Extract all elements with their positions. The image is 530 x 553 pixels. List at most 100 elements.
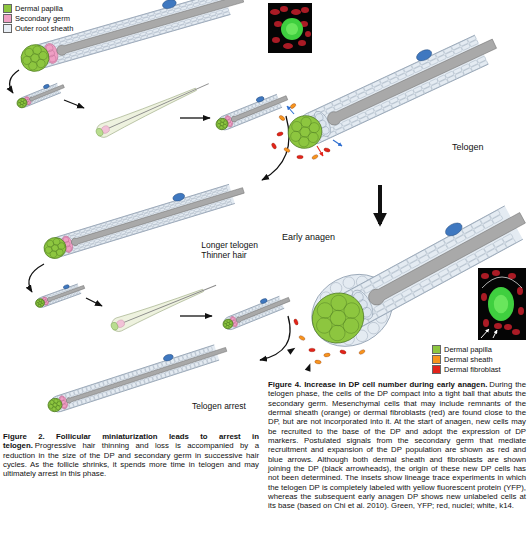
sheath-cell (447, 75, 456, 82)
sheath-cell (212, 0, 219, 1)
sheath-cell (85, 245, 90, 249)
sheath-cell (59, 290, 62, 293)
sheath-cell (74, 292, 77, 295)
papilla-cell (227, 319, 231, 323)
mesenchymal-cell (293, 318, 299, 325)
yfp-signal-core (494, 295, 508, 314)
papilla-cell (220, 118, 225, 123)
sheath-cell (207, 193, 212, 197)
hair-follicle (299, 188, 530, 360)
dermal-papilla (283, 110, 327, 154)
yfp-signal-core (286, 23, 298, 35)
sheath-cell (437, 55, 446, 62)
sheath-cell (185, 22, 192, 26)
caption-text: Figure 4. Increase in DP cell number dur… (268, 380, 487, 389)
sheath-cell (148, 226, 153, 230)
hair-follicle (220, 290, 292, 332)
sheath-cell (186, 200, 191, 204)
sheath-cell (273, 95, 277, 99)
sheath-cell (437, 75, 446, 82)
sheath-cell (399, 98, 408, 105)
sheath-cell (388, 73, 397, 80)
sheath-cell (480, 215, 491, 224)
legend: Dermal papillaSecondary germOuter root s… (3, 3, 73, 33)
sheath-cell (238, 120, 242, 124)
sheath-cell (365, 108, 374, 115)
bulge (172, 192, 186, 202)
sheath-cell (334, 103, 343, 110)
sheath-cell (245, 106, 249, 110)
sheath-cell (255, 113, 259, 117)
sheath-cell (395, 298, 406, 307)
sheath-cell (398, 260, 409, 269)
sheath-cell (266, 108, 270, 112)
hair-shaft (230, 95, 288, 123)
sheath-cell (390, 77, 399, 84)
sheath-cell (279, 306, 283, 310)
sheath-cell (349, 116, 358, 123)
sheath-cell (455, 71, 464, 78)
sheath-cell (143, 227, 148, 231)
sheath-cell (185, 214, 190, 218)
sheath-cell (95, 242, 100, 246)
sheath-cell (35, 99, 38, 102)
sheath-cell (211, 15, 218, 19)
stage-label-text: Early anagen (282, 232, 335, 242)
sheath-cell (123, 22, 130, 26)
sheath-cell (71, 286, 74, 289)
mesenchymal-cell (309, 348, 315, 352)
papilla-cell (53, 398, 58, 403)
sheath-cell (463, 68, 472, 75)
sheath-cell (170, 204, 175, 208)
sheath-cell (413, 66, 422, 73)
signal-arrow (333, 140, 342, 146)
papilla-cell (32, 45, 42, 55)
legend-row: Dermal fibroblast (432, 364, 501, 374)
sheath-cell (208, 346, 213, 352)
sheath-cell (416, 250, 427, 259)
sheath-cell (375, 109, 384, 116)
sheath-cell (263, 110, 267, 114)
papilla-cell (56, 248, 64, 256)
mesenchymal-cell (311, 154, 318, 160)
sheath-cell (38, 98, 41, 101)
sheath-cell (130, 21, 137, 25)
sheath-cell (138, 214, 143, 218)
sheath-cell (382, 81, 391, 88)
sheath-cell (445, 71, 454, 78)
sheath-cell (149, 15, 156, 19)
sheath-cell (252, 306, 256, 310)
nuclei-signal (492, 270, 500, 276)
papilla-cell (28, 61, 38, 71)
sheath-cell (358, 92, 367, 99)
sheath-cell (29, 94, 32, 97)
sheath-cell (441, 273, 452, 282)
cycle-arrow (86, 298, 102, 306)
dermal-papilla (95, 127, 104, 137)
sheath-cell (403, 65, 412, 72)
sheath-cell (96, 48, 103, 52)
caption-text: During the telogen phase, the cells of t… (268, 380, 526, 510)
cycle-arrow (260, 316, 290, 360)
hair-shaft (108, 84, 208, 129)
sheath-cell (132, 231, 137, 235)
sheath-cell (158, 223, 163, 227)
sheath-cell (179, 216, 184, 220)
sheath-cell (388, 265, 399, 274)
mesenchymal-cell (358, 349, 365, 355)
papilla-cell (39, 299, 42, 302)
signal-arrow (287, 106, 294, 114)
legend-label: Dermal sheath (444, 355, 493, 364)
sheath-cell (47, 95, 50, 98)
sheath-cell (422, 283, 433, 292)
micrograph-ground (478, 268, 526, 340)
papilla-cell (51, 244, 59, 252)
sheath-cell (439, 79, 448, 86)
sheath-cell (111, 26, 118, 30)
caption-text: Progressive hair thinning and loss is ac… (3, 441, 259, 478)
sheath-cell (459, 263, 470, 272)
sheath-cell (180, 6, 187, 10)
sheath-cell (193, 2, 200, 6)
sheath-cell (62, 289, 65, 292)
stage-label-text: Longer telogen (201, 241, 258, 251)
